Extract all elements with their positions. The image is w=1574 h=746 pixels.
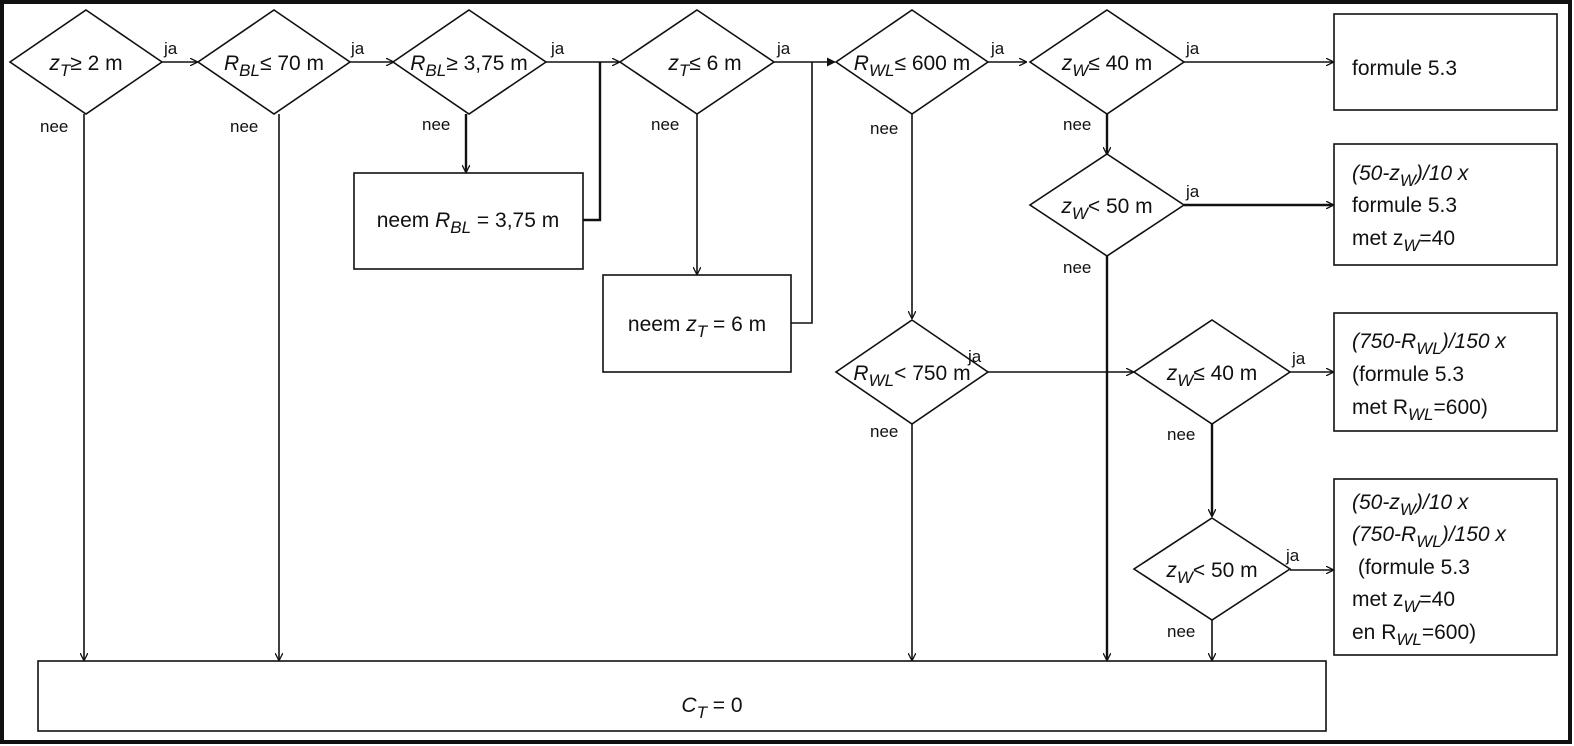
outcome-rwl-scaled: (750-RWL)/150 x (formule 5.3 met RWL=600… [1333, 312, 1558, 432]
no-label: nee [870, 119, 898, 138]
decision-zt-ge-2: zT≥ 2 m [8, 9, 164, 115]
svg-text:met RWL=600): met RWL=600) [1352, 396, 1488, 424]
outcome-combined-scaled: (50-zW)/10 x (750-RWL)/150 x (formule 5.… [1333, 478, 1558, 656]
yes-label: ja [1185, 39, 1200, 58]
no-label: nee [870, 422, 898, 441]
yes-label: ja [350, 39, 365, 58]
svg-text:RWL≤ 600 m: RWL≤ 600 m [854, 52, 970, 80]
svg-text:zW≤ 40 m: zW≤ 40 m [1061, 52, 1153, 80]
svg-text:zW< 50 m: zW< 50 m [1165, 559, 1257, 587]
action-neem-zt: neem zT = 6 m [602, 274, 792, 373]
svg-text:zT≤ 6 m: zT≤ 6 m [667, 52, 741, 80]
svg-text:zW≤ 40 m: zW≤ 40 m [1166, 362, 1258, 390]
decision-rwl-le-600: RWL≤ 600 m [834, 9, 990, 115]
svg-text:(50-zW)/10 x: (50-zW)/10 x [1352, 491, 1470, 519]
arrow-neemrbl-return [583, 62, 602, 222]
yes-label: ja [1291, 349, 1306, 368]
decision-zw-lt-50-top: zW< 50 m [1028, 153, 1186, 257]
svg-text:RBL≤ 70 m: RBL≤ 70 m [224, 52, 324, 80]
yes-label: ja [990, 39, 1005, 58]
decision-rwl-lt-750: RWL< 750 m [834, 319, 990, 425]
svg-text:neem zT = 6 m: neem zT = 6 m [628, 313, 766, 341]
svg-text:en RWL=600): en RWL=600) [1352, 621, 1476, 649]
decision-rbl-le-70: RBL≤ 70 m [196, 9, 352, 115]
svg-text:met zW=40: met zW=40 [1352, 588, 1455, 616]
svg-text:(750-RWL)/150 x: (750-RWL)/150 x [1352, 330, 1507, 358]
svg-text:zW< 50 m: zW< 50 m [1060, 195, 1152, 223]
svg-text:zT≥ 2 m: zT≥ 2 m [48, 52, 122, 80]
yes-labels: ja ja ja ja ja ja ja ja ja ja [163, 39, 1306, 565]
svg-text:RBL≥ 3,75 m: RBL≥ 3,75 m [410, 52, 528, 80]
yes-label: ja [163, 39, 178, 58]
decision-rbl-ge-375: RBL≥ 3,75 m [391, 9, 548, 115]
yes-label: ja [1285, 546, 1300, 565]
svg-text:(750-RWL)/150 x: (750-RWL)/150 x [1352, 523, 1507, 551]
no-labels: nee nee nee nee nee nee nee nee nee nee [40, 115, 1195, 641]
yes-label: ja [776, 39, 791, 58]
svg-text:(50-zW)/10 x: (50-zW)/10 x [1352, 162, 1470, 190]
arrow-neemzt-return [791, 62, 813, 324]
yes-label: ja [1185, 182, 1200, 201]
yes-label: ja [967, 347, 982, 366]
no-label: nee [40, 117, 68, 136]
no-label: nee [230, 117, 258, 136]
result-ct-zero: CT = 0 [37, 660, 1327, 732]
svg-text:neem RBL = 3,75 m: neem RBL = 3,75 m [377, 209, 559, 237]
svg-text:CT = 0: CT = 0 [681, 694, 742, 722]
svg-text:formule 5.3: formule 5.3 [1352, 57, 1457, 80]
svg-text:(formule 5.3: (formule 5.3 [1352, 556, 1470, 579]
connectors [84, 57, 1333, 660]
svg-text:formule 5.3: formule 5.3 [1352, 194, 1457, 217]
outcome-formule-53: formule 5.3 [1333, 13, 1558, 111]
no-label: nee [1167, 622, 1195, 641]
svg-text:RWL< 750 m: RWL< 750 m [853, 362, 970, 390]
no-label: nee [1167, 425, 1195, 444]
decision-zw-le-40-top: zW≤ 40 m [1028, 9, 1186, 115]
action-neem-rbl: neem RBL = 3,75 m [353, 172, 584, 270]
yes-label: ja [550, 39, 565, 58]
no-label: nee [1063, 115, 1091, 134]
svg-text:(formule 5.3: (formule 5.3 [1352, 363, 1464, 386]
outcome-zw-scaled: (50-zW)/10 x formule 5.3 met zW=40 [1333, 143, 1558, 266]
decision-zt-le-6: zT≤ 6 m [618, 9, 776, 115]
svg-text:met zW=40: met zW=40 [1352, 227, 1455, 255]
decision-zw-lt-50-bot: zW< 50 m [1132, 517, 1292, 621]
no-label: nee [1063, 258, 1091, 277]
decision-zw-le-40-mid: zW≤ 40 m [1132, 319, 1292, 425]
no-label: nee [651, 115, 679, 134]
no-label: nee [422, 115, 450, 134]
